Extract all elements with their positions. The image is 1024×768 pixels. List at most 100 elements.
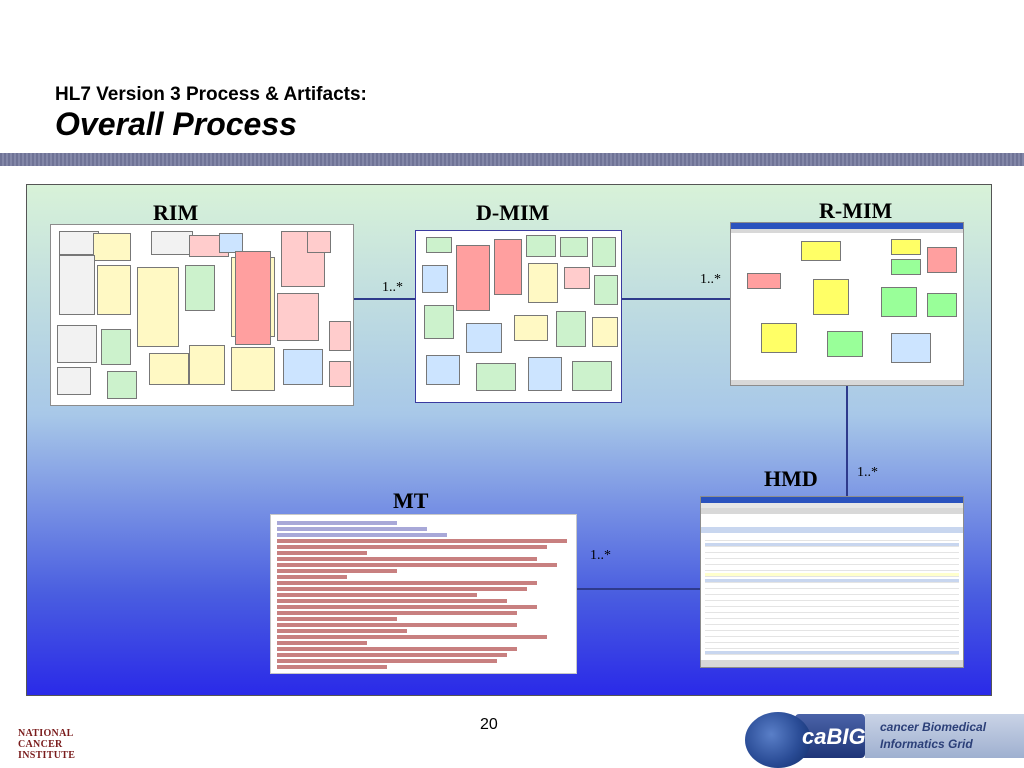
code-line xyxy=(277,659,497,663)
rim-diagram-thumbnail xyxy=(50,224,354,406)
dmim-class-box xyxy=(514,315,548,341)
dmim-class-box xyxy=(556,311,586,347)
globe-icon xyxy=(745,712,811,768)
code-line xyxy=(277,539,567,543)
table-row xyxy=(705,591,959,595)
connector-rim-dmim xyxy=(353,298,415,300)
table-row xyxy=(705,585,959,589)
code-line xyxy=(277,593,477,597)
table-row xyxy=(705,639,959,643)
dmim-class-box xyxy=(560,237,588,257)
table-row xyxy=(705,567,959,571)
rim-class-box xyxy=(151,231,193,255)
window-title-bar xyxy=(731,223,963,229)
table-row xyxy=(705,621,959,625)
code-line xyxy=(277,641,367,645)
dmim-class-box xyxy=(528,263,558,303)
rim-class-box xyxy=(107,371,137,399)
code-line xyxy=(277,551,367,555)
rim-class-box xyxy=(283,349,323,385)
table-row xyxy=(705,549,959,553)
rmim-class-box xyxy=(747,273,781,289)
label-hmd: HMD xyxy=(764,466,818,491)
rim-class-box xyxy=(149,353,189,385)
window-title-bar xyxy=(701,497,963,503)
code-line xyxy=(277,587,527,591)
dmim-class-box xyxy=(426,355,460,385)
dmim-class-box xyxy=(422,265,448,293)
table-row xyxy=(705,537,959,541)
rim-class-box xyxy=(189,345,225,385)
dmim-class-box xyxy=(456,245,490,311)
table-row xyxy=(705,573,959,577)
rmim-class-box xyxy=(891,259,921,275)
code-line xyxy=(277,629,407,633)
table-row xyxy=(705,645,959,649)
table-row xyxy=(705,651,959,655)
header-band xyxy=(0,153,1024,166)
dmim-class-box xyxy=(466,323,502,353)
rim-class-box xyxy=(235,251,271,345)
multiplicity-hmd-mt: 1..* xyxy=(590,548,611,563)
dmim-class-box xyxy=(594,275,618,305)
window-status-bar xyxy=(701,660,963,667)
code-line xyxy=(277,521,397,525)
rim-class-box xyxy=(59,231,99,255)
slide-title: Overall Process xyxy=(55,106,297,142)
table-row xyxy=(705,609,959,613)
hmd-window-thumbnail xyxy=(700,496,964,668)
rim-class-box xyxy=(57,325,97,363)
rim-class-box xyxy=(97,265,131,315)
dmim-class-box xyxy=(494,239,522,295)
code-line xyxy=(277,647,517,651)
code-line xyxy=(277,575,347,579)
code-line xyxy=(277,545,547,549)
page-number: 20 xyxy=(480,716,498,733)
rmim-class-box xyxy=(891,333,931,363)
rim-class-box xyxy=(307,231,331,253)
rim-class-box xyxy=(277,293,319,341)
connector-dmim-rmim xyxy=(622,298,730,300)
table-row xyxy=(705,597,959,601)
dmim-class-box xyxy=(526,235,556,257)
table-row xyxy=(705,555,959,559)
cabig-logo-word: caBIG xyxy=(802,724,866,749)
rim-class-box xyxy=(59,255,95,315)
rmim-class-box xyxy=(761,323,797,353)
dmim-class-box xyxy=(564,267,590,289)
code-line xyxy=(277,581,537,585)
dmim-class-box xyxy=(528,357,562,391)
rim-class-box xyxy=(137,267,179,347)
rim-class-box xyxy=(185,265,215,311)
nci-logo: NATIONAL CANCER INSTITUTE xyxy=(18,728,75,762)
rim-class-box xyxy=(219,233,243,253)
connector-rmim-hmd xyxy=(846,386,848,496)
code-line xyxy=(277,533,447,537)
cabig-banner xyxy=(865,714,1024,758)
rmim-class-box xyxy=(813,279,849,315)
code-line xyxy=(277,665,387,669)
rmim-class-box xyxy=(881,287,917,317)
rim-class-box xyxy=(93,233,131,261)
label-mt: MT xyxy=(393,488,429,513)
table-row xyxy=(705,543,959,547)
code-line xyxy=(277,557,537,561)
table-row xyxy=(705,615,959,619)
code-line xyxy=(277,635,547,639)
rmim-class-box xyxy=(801,241,841,261)
dmim-class-box xyxy=(426,237,452,253)
slide-subtitle: HL7 Version 3 Process & Artifacts: xyxy=(55,84,367,105)
multiplicity-rim-dmim: 1..* xyxy=(382,280,403,295)
mt-xml-thumbnail xyxy=(270,514,577,674)
window-menu-bar xyxy=(731,229,963,233)
rim-class-box xyxy=(329,321,351,351)
code-line xyxy=(277,563,557,567)
label-rim: RIM xyxy=(153,200,199,225)
multiplicity-dmim-rmim: 1..* xyxy=(700,272,721,287)
dmim-class-box xyxy=(592,317,618,347)
table-row xyxy=(705,633,959,637)
cabig-tagline-2: Informatics Grid xyxy=(880,737,973,751)
rmim-class-box xyxy=(891,239,921,255)
window-toolbar xyxy=(701,508,963,514)
code-line xyxy=(277,653,507,657)
